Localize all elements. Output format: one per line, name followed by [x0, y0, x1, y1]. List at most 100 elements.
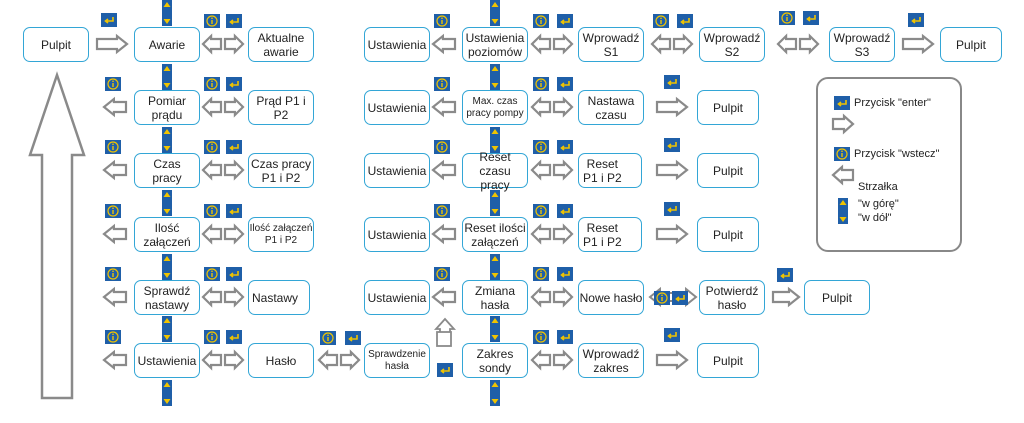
enter-key-icon — [834, 96, 850, 110]
up-down-key-icon — [490, 254, 500, 280]
arrow-right — [831, 113, 855, 135]
arrow-right — [95, 33, 129, 55]
arrow-right — [223, 223, 245, 245]
up-down-key-icon — [490, 316, 500, 342]
node-ustawienia-poziomow: Ustawienia poziomów — [462, 27, 528, 62]
up-down-key-icon — [490, 64, 500, 90]
back-key-icon — [105, 140, 121, 154]
node-sprawdz-nastawy: Sprawdź nastawy — [134, 280, 200, 315]
enter-key-icon — [664, 75, 680, 89]
arrow-right — [798, 33, 820, 55]
node-ustawienia-1: Ustawienia — [364, 27, 430, 62]
arrow-right — [552, 349, 574, 371]
legend-down-label: "w dół" — [858, 212, 892, 224]
arrow-left — [201, 223, 223, 245]
arrow-left — [530, 159, 552, 181]
back-key-icon — [434, 14, 450, 28]
arrow-right — [552, 286, 574, 308]
node-czas-pracy: Czas pracy — [134, 153, 200, 188]
legend-back-label: Przycisk "wstecz" — [854, 148, 940, 160]
node-pulpit-r5: Pulpit — [804, 280, 870, 315]
back-key-icon — [434, 77, 450, 91]
arrow-left — [431, 33, 457, 55]
back-key-icon — [204, 77, 220, 91]
arrow-left — [530, 96, 552, 118]
up-down-key-icon — [162, 127, 172, 153]
arrow-right — [223, 96, 245, 118]
arrow-left — [102, 96, 128, 118]
back-key-icon — [533, 204, 549, 218]
enter-key-icon — [557, 77, 573, 91]
node-nastawa-czasu: Nastawa czasu — [578, 90, 644, 125]
node-wprowadz-zakres: Wprowadź zakres — [578, 343, 644, 378]
enter-key-icon — [226, 267, 242, 281]
arrow-left — [530, 33, 552, 55]
node-ustawienia-2: Ustawienia — [364, 90, 430, 125]
back-key-icon — [653, 14, 669, 28]
arrow-right — [655, 96, 689, 118]
arrow-left — [317, 349, 339, 371]
arrow-left — [102, 159, 128, 181]
arrow-left — [431, 159, 457, 181]
up-down-key-icon — [162, 0, 172, 26]
arrow-right — [552, 159, 574, 181]
node-max-czas-pracy: Max. czas pracy pompy — [462, 90, 528, 125]
back-key-icon — [204, 330, 220, 344]
back-key-icon — [834, 147, 850, 161]
enter-key-icon — [226, 77, 242, 91]
up-down-key-icon — [162, 254, 172, 280]
node-ustawienia-left: Ustawienia — [134, 343, 200, 378]
node-awarie: Awarie — [134, 27, 200, 62]
node-reset-p1-p2-a: Reset P1 i P2 — [578, 153, 642, 188]
arrow-right — [552, 33, 574, 55]
enter-key-icon — [677, 14, 693, 28]
node-haslo: Hasło — [248, 343, 314, 378]
back-key-icon — [204, 204, 220, 218]
big-up-arrow — [28, 71, 86, 400]
enter-key-icon — [226, 14, 242, 28]
arrow-left — [201, 159, 223, 181]
enter-key-icon — [664, 202, 680, 216]
legend-arrow-title: Strzałka — [858, 181, 898, 193]
enter-key-icon — [557, 267, 573, 281]
back-key-icon — [533, 140, 549, 154]
back-key-icon — [533, 14, 549, 28]
node-pulpit-r1: Pulpit — [940, 27, 1002, 62]
node-pulpit-r6: Pulpit — [697, 343, 759, 378]
up-down-key-icon — [162, 380, 172, 406]
arrow-left — [776, 33, 798, 55]
back-key-icon — [533, 330, 549, 344]
enter-key-icon — [226, 330, 242, 344]
node-pulpit-r3: Pulpit — [697, 153, 759, 188]
enter-key-icon — [557, 204, 573, 218]
node-pulpit-r4: Pulpit — [697, 217, 759, 252]
enter-key-icon — [437, 363, 453, 377]
up-down-key-icon — [490, 380, 500, 406]
back-key-icon — [533, 267, 549, 281]
back-key-icon — [434, 140, 450, 154]
back-key-icon — [204, 140, 220, 154]
legend-box — [816, 77, 962, 252]
back-key-icon — [105, 204, 121, 218]
node-wprowadz-s3: Wprowadź S3 — [829, 27, 895, 62]
arrow-right — [901, 33, 935, 55]
node-aktualne-awarie: Aktualne awarie — [248, 27, 314, 62]
arrow-left — [431, 96, 457, 118]
enter-key-icon — [557, 140, 573, 154]
enter-key-icon — [664, 138, 680, 152]
legend-up-label: "w górę" — [858, 198, 899, 210]
back-key-icon — [434, 267, 450, 281]
arrow-right — [552, 96, 574, 118]
enter-key-icon — [803, 11, 819, 25]
back-key-icon — [434, 204, 450, 218]
arrow-left — [530, 223, 552, 245]
arrow-up-box — [436, 331, 452, 347]
node-potwierdz-haslo: Potwierdź hasło — [699, 280, 765, 315]
arrow-left — [530, 349, 552, 371]
node-ilosc-zalaczen-p1-p2: Ilość załączeń P1 i P2 — [248, 217, 314, 252]
up-down-key-icon — [162, 190, 172, 216]
node-nastawy: Nastawy — [248, 280, 310, 315]
back-key-icon — [320, 331, 336, 345]
back-key-icon — [105, 267, 121, 281]
